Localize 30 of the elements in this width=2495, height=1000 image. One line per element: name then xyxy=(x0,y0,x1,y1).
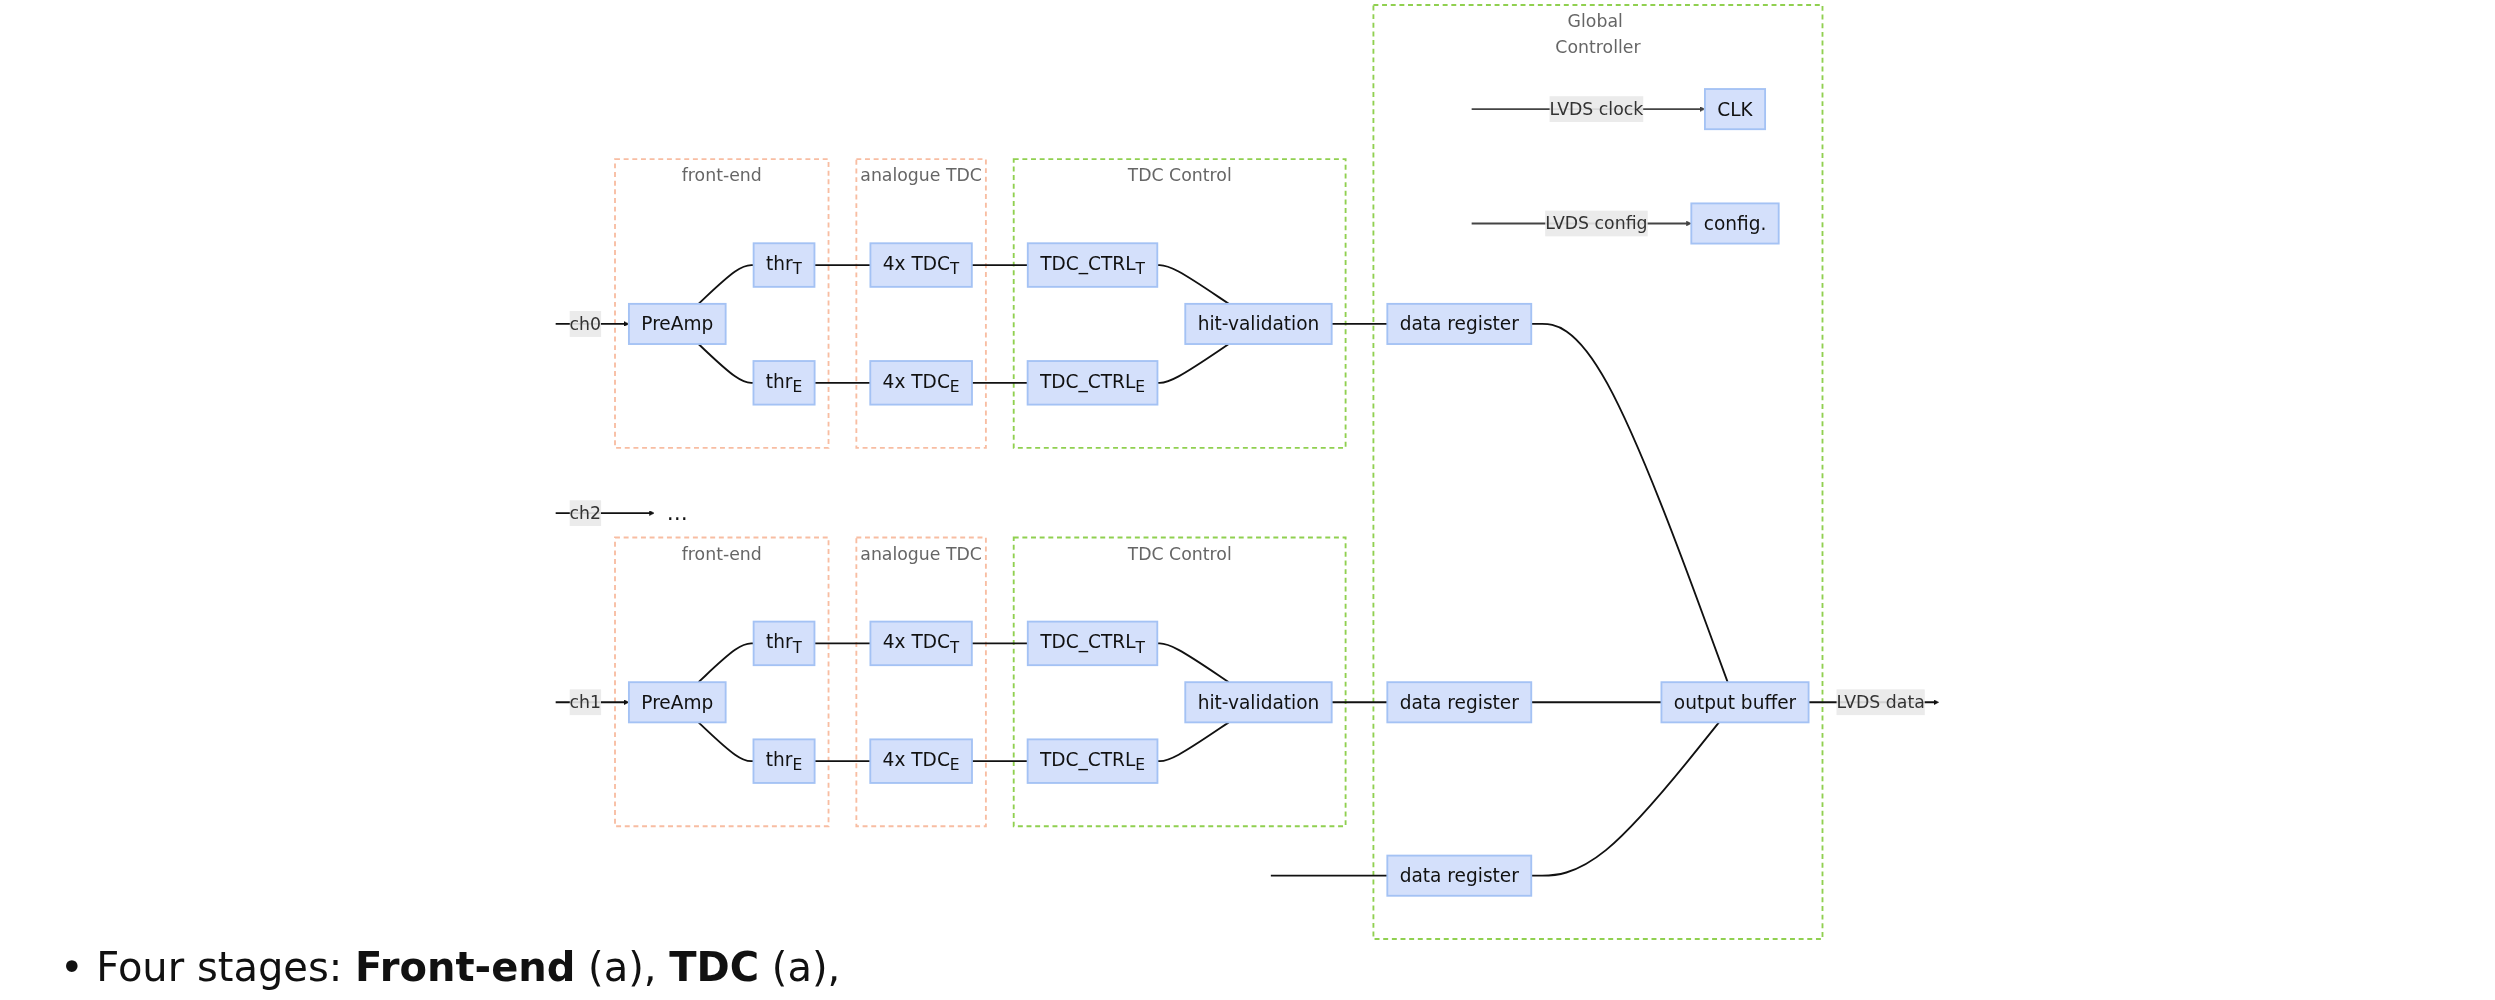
node-box: thr$_{T}$ xyxy=(753,620,816,667)
node-box: config. xyxy=(1690,202,1780,245)
node-box: 4x TDC$_{T}$ xyxy=(869,620,974,667)
edge-label: LVDS clock xyxy=(1549,98,1644,120)
node-box: thr$_{E}$ xyxy=(752,360,816,406)
edge-label: ch1 xyxy=(569,691,602,713)
edge-label: ch2 xyxy=(569,502,602,523)
node-box: TDC_CTRL$_{T}$ xyxy=(1027,242,1159,288)
node-box: PreAmp xyxy=(628,681,727,724)
node-box: 4x TDC$_{E}$ xyxy=(869,360,974,406)
node-box: output buffer xyxy=(1660,681,1810,724)
node-box: thr$_{E}$ xyxy=(752,738,816,784)
edge-label: LVDS data xyxy=(1836,691,1926,713)
node-text: … xyxy=(667,500,689,526)
node-box: data register xyxy=(1386,302,1533,345)
node-box: TDC_CTRL$_{E}$ xyxy=(1027,360,1159,406)
node-box: data register xyxy=(1386,854,1533,897)
node-box: TDC_CTRL$_{E}$ xyxy=(1027,738,1159,784)
node-box: CLK xyxy=(1704,88,1767,131)
edge-label: ch0 xyxy=(569,313,602,334)
node-box: PreAmp xyxy=(628,302,727,345)
node-box: TDC_CTRL$_{T}$ xyxy=(1027,620,1159,667)
node-box: data register xyxy=(1386,681,1533,724)
node-box: hit-validation xyxy=(1184,302,1333,345)
edge-label: LVDS config xyxy=(1545,212,1648,234)
node-box: 4x TDC$_{T}$ xyxy=(869,242,974,288)
bullet-text: • Four stages: Front-end (a), TDC (a), xyxy=(60,944,842,990)
node-box: hit-validation xyxy=(1184,681,1333,724)
node-box: thr$_{T}$ xyxy=(753,242,816,288)
node-box: 4x TDC$_{E}$ xyxy=(869,738,974,784)
